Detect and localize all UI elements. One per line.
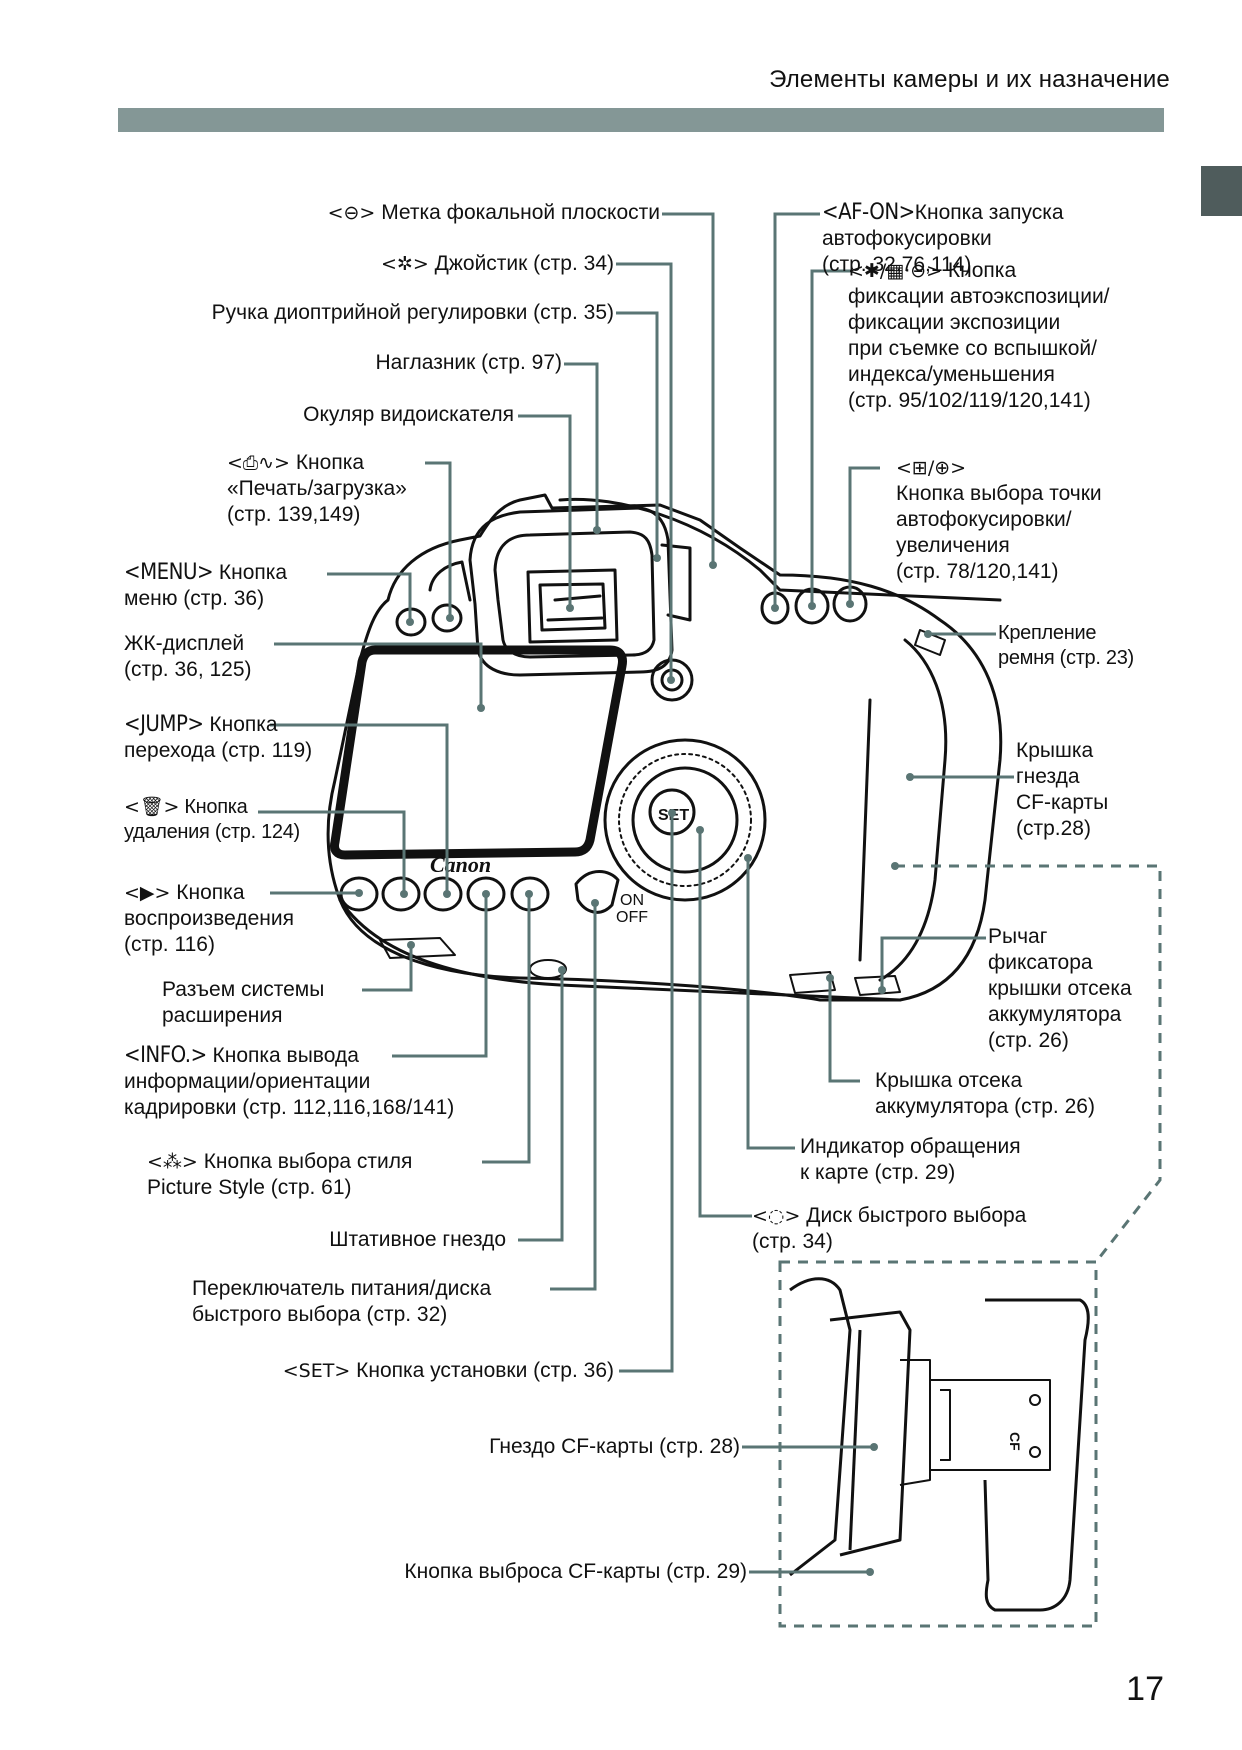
picture-style-icon: <⁂> (147, 1151, 198, 1173)
camera-markings: Canon SET ON OFF (430, 807, 689, 926)
info-tag: <INFO.> (124, 1043, 207, 1068)
trash-icon: <🗑> (124, 796, 180, 818)
label-menu-button: <MENU> Кнопка меню (стр. 36) (124, 560, 288, 610)
label-cf-card-cover: Крышка гнезда CF-карты (стр.28) (1016, 739, 1109, 840)
label-af-on-button: <AF-ON>Кнопка запуска автофокусировки (с… (822, 200, 1064, 276)
label-cf-card-slot: Гнездо CF-карты (стр. 28) (489, 1435, 740, 1458)
off-marking: OFF (616, 909, 648, 926)
label-tripod-socket: Штативное гнездо (329, 1228, 506, 1251)
label-joystick: <✲> Джойстик (стр. 34) (381, 252, 614, 275)
leader-lines (258, 212, 1014, 1574)
page-header-title: Элементы камеры и их назначение (769, 66, 1170, 93)
quick-dial-icon: <◌> (752, 1205, 801, 1227)
label-print-share-button: <⎙∿> Кнопка «Печать/загрузка» (стр. 139,… (227, 451, 407, 526)
page-number: 17 (1126, 1670, 1164, 1708)
af-on-tag: <AF-ON> (822, 200, 915, 225)
on-marking: ON (620, 892, 644, 909)
label-extension-system-terminal: Разъем системы расширения (162, 978, 325, 1027)
label-set-button: <SET> Кнопка установки (стр. 36) (282, 1359, 614, 1382)
label-viewfinder-eyepiece: Окуляр видоискателя (303, 403, 514, 426)
label-picture-style-button: <⁂> Кнопка выбора стиля Picture Style (с… (147, 1150, 413, 1199)
label-ae-lock-button: <✱/▦·⊖> Кнопка фиксации автоэкспозиции/ … (848, 259, 1110, 412)
label-power-switch: Переключатель питания/диска быстрого выб… (192, 1277, 492, 1326)
label-af-point-button: <⊞/⊕> Кнопка выбора точки автофокусировк… (896, 457, 1102, 583)
leader-dots (355, 526, 932, 1576)
label-strap-mount: Крепление ремня (стр. 23) (998, 622, 1134, 669)
label-jump-button: <JUMP> Кнопка перехода (стр. 119) (124, 712, 313, 762)
multi-controller-icon: <✲> (381, 253, 429, 275)
af-point-magnify-icon: <⊞/⊕> (896, 457, 967, 479)
print-share-icon: <⎙∿> (227, 452, 290, 474)
label-lcd-monitor: ЖК-дисплей (стр. 36, 125) (124, 632, 252, 681)
label-playback-button: <▶> Кнопка воспроизведения (стр. 116) (124, 881, 294, 956)
ae-lock-icon: <✱/▦·⊖> (848, 260, 943, 282)
cf-slot-inset: CF (778, 862, 1162, 1628)
label-battery-cover: Крышка отсека аккумулятора (стр. 26) (875, 1069, 1095, 1118)
label-focal-plane-mark: <⊖> Метка фокальной плоскости (327, 201, 660, 224)
set-icon: <SET> (282, 1360, 351, 1382)
camera-body (326, 493, 1003, 1002)
focal-plane-icon: <⊖> (327, 202, 376, 224)
playback-icon: <▶> (124, 882, 171, 904)
svg-text:CF: CF (1007, 1432, 1023, 1451)
chapter-tab (1201, 166, 1242, 216)
label-dioptric-knob: Ручка диоптрийной регулировки (стр. 35) (211, 301, 614, 324)
jump-tag: <JUMP> (124, 712, 204, 737)
label-access-lamp: Индикатор обращения к карте (стр. 29) (800, 1135, 1021, 1184)
label-battery-cover-lever: Рычаг фиксатора крышки отсека аккумулято… (988, 925, 1132, 1052)
label-quick-control-dial: <◌> Диск быстрого выбора (стр. 34) (752, 1204, 1027, 1253)
label-erase-button: <🗑> Кнопка удаления (стр. 124) (124, 796, 300, 843)
label-eyecup: Наглазник (стр. 97) (375, 351, 562, 374)
header-bar (118, 108, 1164, 132)
menu-tag: <MENU> (124, 560, 214, 585)
label-info-button: <INFO.> Кнопка вывода информации/ориента… (124, 1043, 455, 1119)
brand-logo: Canon (430, 852, 491, 877)
label-cf-eject-button: Кнопка выброса CF-карты (стр. 29) (404, 1560, 747, 1583)
